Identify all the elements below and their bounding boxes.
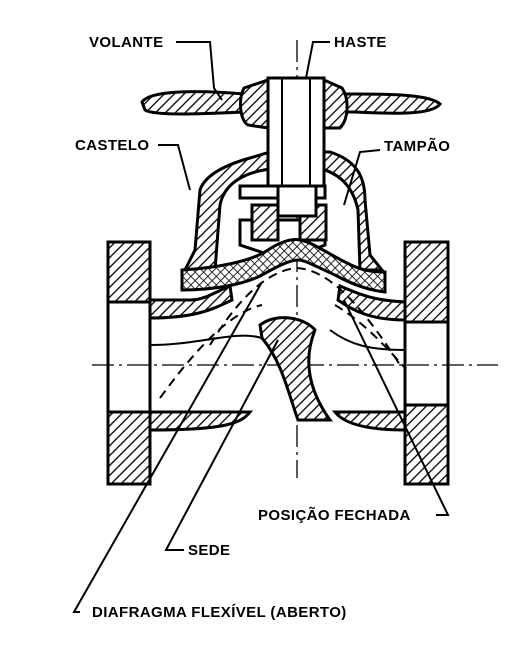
valve-seat	[258, 316, 333, 422]
label-haste: HASTE	[334, 34, 387, 51]
flexible-diaphragm	[180, 238, 387, 294]
label-tampao: TAMPÃO	[384, 137, 450, 155]
leader-lines	[72, 41, 450, 613]
label-castelo: CASTELO	[75, 137, 149, 154]
handwheel	[140, 77, 443, 130]
valve-body	[148, 283, 407, 432]
label-volante: VOLANTE	[89, 34, 163, 51]
stem	[266, 76, 326, 218]
leader-castelo	[158, 144, 191, 191]
closed-position-outline	[159, 266, 406, 399]
leader-posicao	[343, 299, 450, 516]
leader-volante	[176, 41, 223, 101]
left-flange	[106, 240, 152, 486]
leader-haste	[305, 41, 330, 79]
leader-sede	[164, 339, 279, 551]
bonnet	[182, 150, 386, 272]
label-posicao-fechada: POSIÇÃO FECHADA	[258, 506, 411, 524]
leader-tampao	[343, 149, 381, 206]
leader-diafragma	[72, 281, 263, 613]
label-sede: SEDE	[188, 542, 230, 559]
right-flange	[403, 240, 450, 486]
label-diafragma: DIAFRAGMA FLEXÍVEL (ABERTO)	[92, 604, 347, 621]
